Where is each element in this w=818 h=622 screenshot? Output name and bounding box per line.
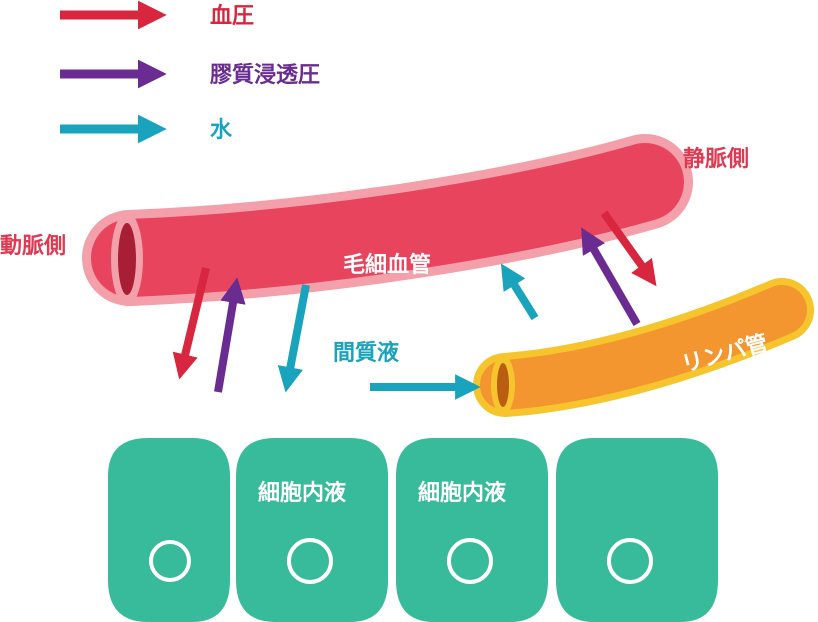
cell-fluid-label-2: 細胞内液 [418,480,506,506]
interstitial-fluid-label: 間質液 [333,340,399,366]
capillary-label: 毛細血管 [343,252,431,278]
cell-fluid-label-1: 細胞内液 [258,480,346,506]
flow-arrows [172,210,657,400]
cell-4-nucleus [607,538,653,584]
venous-side-label: 静脈側 [683,146,749,172]
legend-oncotic-pressure-label: 膠質浸透圧 [210,63,320,88]
capillary-vessel [82,134,693,306]
arterial-side-label: 動脈側 [0,234,66,259]
cell-2-nucleus [287,538,333,584]
cell-1 [108,438,230,622]
cell-3 [396,438,548,622]
cell-1-nucleus [149,540,191,582]
venous-blood-pressure-arrow [600,210,657,287]
arterial-water-arrow [277,284,310,393]
arterial-blood-pressure-arrow [172,267,210,380]
cell-2 [236,438,388,622]
venous-oncotic-pressure-arrow [581,227,641,327]
venous-water-arrow [500,263,539,321]
arterial-oncotic-pressure-arrow [214,277,246,393]
legend-blood-pressure-label: 血圧 [210,3,254,29]
cells [108,438,718,622]
cell-3-nucleus [447,538,493,584]
lymph-vessel [473,278,814,417]
cell-4 [556,438,718,622]
legend: 血圧 膠質浸透圧 水 [60,0,320,144]
legend-water-label: 水 [210,118,233,143]
